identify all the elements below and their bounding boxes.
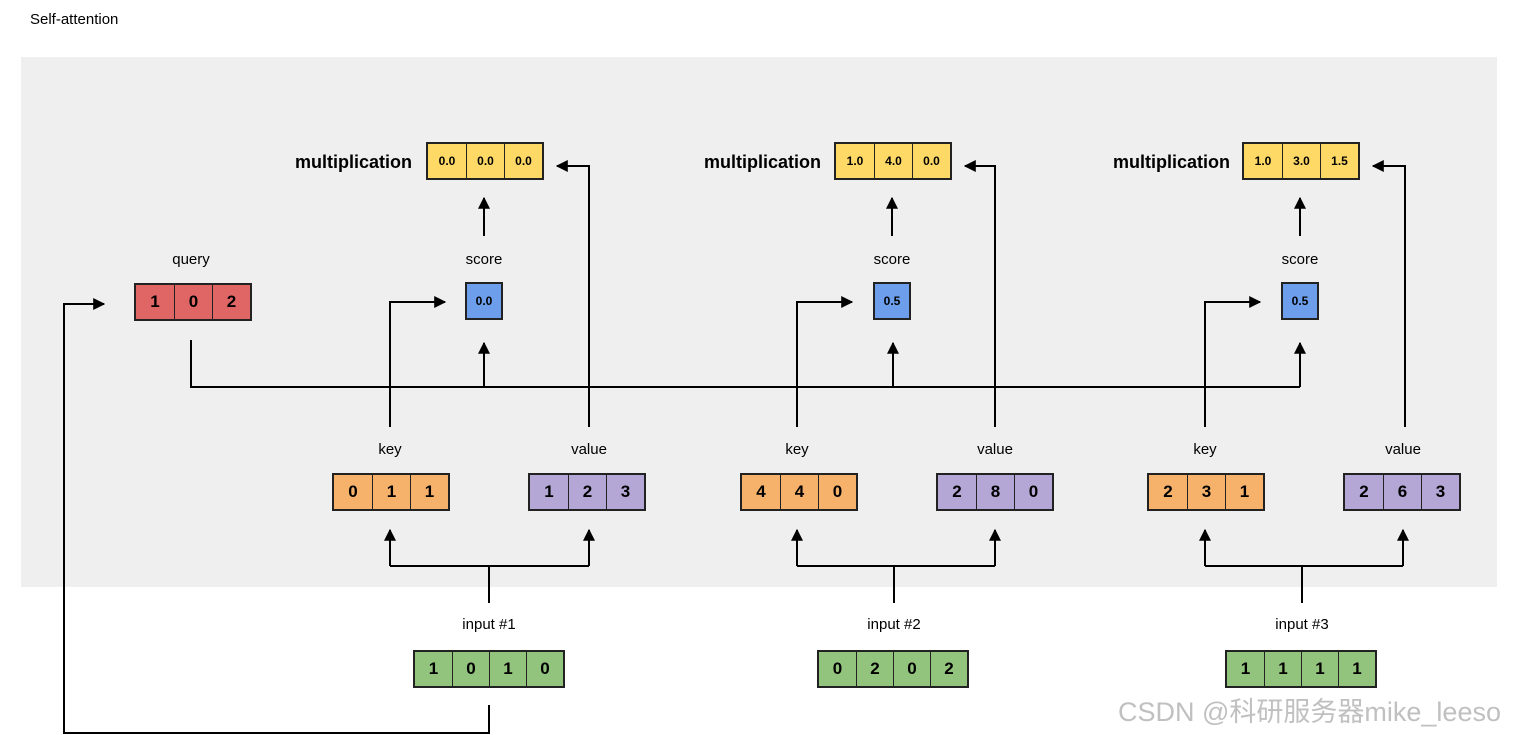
input-label: input #3 [1275,616,1329,633]
multiplication-cell: 3.0 [1282,144,1320,178]
input-cell: 0 [893,652,930,686]
value-label: value [1385,441,1421,458]
value-cell: 8 [976,475,1014,509]
input-cell: 2 [930,652,967,686]
value-cell: 1 [544,482,554,501]
value-vector: 1 2 3 [528,473,646,511]
input-cell: 1 [1264,652,1301,686]
key-cell: 4 [756,482,766,501]
key-label: key [785,441,809,458]
value-2-to-mult-wire [963,160,996,427]
multiplication-cell: 4.0 [874,144,912,178]
score-label: score [873,251,911,268]
input-1-split-wire [389,530,590,603]
multiplication-cell: 0.0 [912,144,950,178]
value-cell: 0 [1014,475,1052,509]
input-3-split-wire [1205,565,1403,603]
value-vector: 2 8 0 [936,473,1054,511]
key-label: key [1193,441,1217,458]
input-vector: 1 1 1 1 [1225,650,1377,688]
multiplication-label: multiplication [1113,152,1230,172]
multiplication-label: multiplication [704,152,821,172]
multiplication-cell: 0.0 [504,144,542,178]
input-2-split-wire [797,565,995,603]
input-cell: 1 [489,652,526,686]
query-vector: 1 0 2 [134,283,252,321]
score-label: score [1281,251,1319,268]
input-vector: 0 2 0 2 [817,650,969,688]
value-cell: 6 [1383,475,1421,509]
query-label: query [172,251,210,268]
query-cell: 1 [150,292,160,311]
key-vector: 2 3 1 [1147,473,1265,511]
page-title: Self-attention [30,11,119,28]
key-cell: 3 [1187,475,1225,509]
input-vector: 1 0 1 0 [413,650,565,688]
value-vector: 2 6 3 [1343,473,1461,511]
input-cell: 1 [1301,652,1338,686]
key-vector: 0 1 1 [332,473,450,511]
multiplication-cell: 0.0 [438,154,456,168]
multiplication-cell: 1.5 [1320,144,1358,178]
key-1-to-score-wire [389,296,447,427]
value-label: value [571,441,607,458]
multiplication-vector: 0.0 0.0 0.0 [426,142,544,180]
input-cell: 1 [1240,659,1251,678]
watermark-text: CSDN @科研服务器mike_leeso [1118,697,1501,727]
multiplication-cell: 1.0 [846,154,864,168]
key-cell: 1 [1225,475,1263,509]
value-cell: 3 [606,475,644,509]
value-label: value [977,441,1013,458]
key-vector: 4 4 0 [740,473,858,511]
multiplication-vector: 1.0 3.0 1.5 [1242,142,1360,180]
query-feedback-wire [63,298,490,734]
value-cell: 3 [1421,475,1459,509]
key-cell: 1 [410,475,448,509]
key-cell: 0 [348,482,358,501]
multiplication-label: multiplication [295,152,412,172]
key-cell: 0 [818,475,856,509]
value-cell: 2 [952,482,962,501]
key-cell: 4 [780,475,818,509]
key-3-to-score-wire [1204,296,1262,427]
input-cell: 1 [1338,652,1375,686]
input-cell: 0 [832,659,843,678]
score-label: score [465,251,503,268]
query-cell: 2 [212,285,250,319]
score-box: 0.5 [873,282,911,320]
multiplication-vector: 1.0 4.0 0.0 [834,142,952,180]
key-cell: 2 [1163,482,1173,501]
input-cell: 0 [452,652,489,686]
query-bus-wire [190,340,1300,388]
value-cell: 2 [568,475,606,509]
key-label: key [378,441,402,458]
key-2-to-score-wire [796,296,854,427]
multiplication-cell: 1.0 [1254,154,1272,168]
key-cell: 1 [372,475,410,509]
input-cell: 0 [526,652,563,686]
score-box: 0.0 [465,282,503,320]
value-1-to-mult-wire [555,160,590,427]
value-3-to-mult-wire [1371,160,1406,427]
input-label: input #1 [462,616,516,633]
value-cell: 2 [1359,482,1369,501]
input-label: input #2 [867,616,921,633]
input-cell: 1 [428,659,439,678]
input-cell: 2 [856,652,893,686]
multiplication-cell: 0.0 [466,144,504,178]
query-cell: 0 [174,285,212,319]
score-box: 0.5 [1281,282,1319,320]
